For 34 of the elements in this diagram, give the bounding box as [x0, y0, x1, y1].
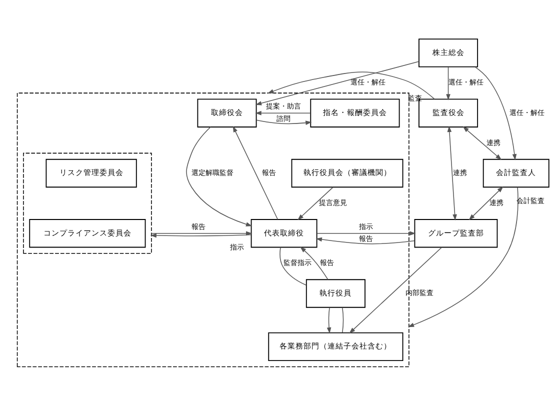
arrow [267, 71, 435, 99]
arrow [256, 119, 312, 124]
arrow [300, 246, 328, 280]
arrow [446, 66, 450, 100]
cluster [23, 152, 152, 254]
arrow [462, 126, 502, 160]
node-box: 代表取締役 [250, 218, 318, 248]
arrow [186, 126, 252, 226]
arrow [151, 230, 252, 236]
arrow [447, 125, 457, 220]
node-box: 指名・報酬委員会 [310, 98, 400, 127]
arrow [316, 236, 415, 244]
node-box: リスク管理委員会 [46, 158, 137, 188]
arrow [255, 60, 420, 105]
arrow [349, 246, 442, 333]
arrow [468, 186, 504, 220]
node-box: グループ監査部 [414, 218, 498, 248]
arrow [474, 66, 517, 160]
arrow [150, 232, 252, 238]
node-box: コンプライアンス委員会 [29, 218, 146, 248]
node-box: 会計監査人 [482, 158, 550, 188]
node-box: 取締役会 [197, 98, 257, 127]
arrow [316, 230, 416, 236]
node-box: 株主総会 [418, 38, 478, 67]
arrow [232, 125, 278, 220]
arrow [255, 110, 311, 115]
arrow [326, 306, 332, 334]
arrow [297, 186, 334, 220]
node-box: 執行役員 [306, 278, 366, 308]
node-box: 各業務部門（連結子会社含む） [268, 332, 404, 361]
node-box: 執行役員会（審議機関） [291, 158, 404, 188]
connector [342, 306, 344, 332]
arrow [408, 186, 518, 327]
connector [280, 246, 307, 285]
